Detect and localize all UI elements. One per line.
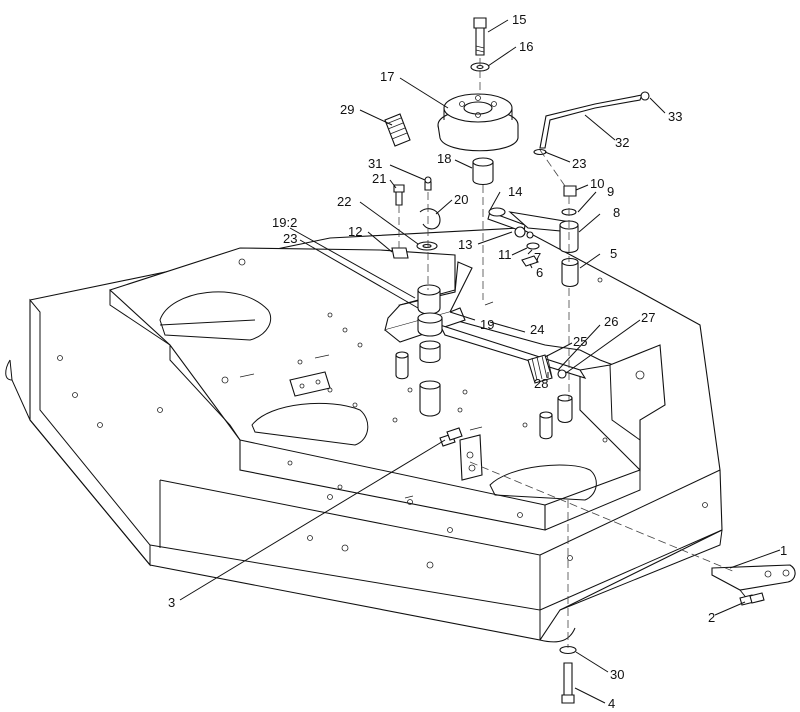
callout-21: 21 xyxy=(372,171,386,186)
callout-23-lower: 23 xyxy=(283,231,297,246)
deck-holes xyxy=(57,258,708,569)
idler-assembly xyxy=(384,17,650,440)
callout-22: 22 xyxy=(337,194,351,209)
callout-9: 9 xyxy=(607,184,614,199)
spring-29 xyxy=(384,113,411,147)
callout-28: 28 xyxy=(534,376,548,391)
callout-15: 15 xyxy=(512,12,526,27)
callout-6: 6 xyxy=(536,265,543,280)
bolt-4 xyxy=(561,662,575,704)
callout-12: 12 xyxy=(348,224,362,239)
callout-18: 18 xyxy=(437,151,451,166)
callout-16: 16 xyxy=(519,39,533,54)
callout-3: 3 xyxy=(168,595,175,610)
callout-8: 8 xyxy=(613,205,620,220)
callout-31: 31 xyxy=(368,156,382,171)
deck-lift-arm-1 xyxy=(711,564,796,601)
callout-24: 24 xyxy=(530,322,544,337)
callout-20: 20 xyxy=(454,192,468,207)
callout-26: 26 xyxy=(604,314,618,329)
callout-5: 5 xyxy=(610,246,617,261)
callout-33: 33 xyxy=(668,109,682,124)
callout-10: 10 xyxy=(590,176,604,191)
adjuster-rod xyxy=(487,207,534,239)
leader-lines xyxy=(179,19,781,704)
callout-19: 19 xyxy=(480,317,494,332)
callout-17: 17 xyxy=(380,69,394,84)
deck-hanger-bracket xyxy=(439,426,483,481)
callout-13: 13 xyxy=(458,237,472,252)
callout-19-2: 19:2 xyxy=(272,215,297,230)
callout-7: 7 xyxy=(534,250,541,265)
callout-27: 27 xyxy=(641,310,655,325)
idler-pulley xyxy=(437,93,519,152)
bolt-15 xyxy=(473,17,487,56)
callout-29: 29 xyxy=(340,102,354,117)
callout-32: 32 xyxy=(615,135,629,150)
callout-30: 30 xyxy=(610,667,624,682)
callout-1: 1 xyxy=(780,543,787,558)
callout-2: 2 xyxy=(708,610,715,625)
spring-25 xyxy=(527,354,567,384)
callout-23-upper: 23 xyxy=(572,156,586,171)
callout-11: 11 xyxy=(498,247,512,262)
callout-4: 4 xyxy=(608,696,615,711)
callout-labels: 15 16 17 29 33 32 23 18 31 21 20 14 10 9… xyxy=(168,12,787,711)
callout-25: 25 xyxy=(573,334,587,349)
callout-14: 14 xyxy=(508,184,522,199)
mower-deck xyxy=(5,227,723,643)
